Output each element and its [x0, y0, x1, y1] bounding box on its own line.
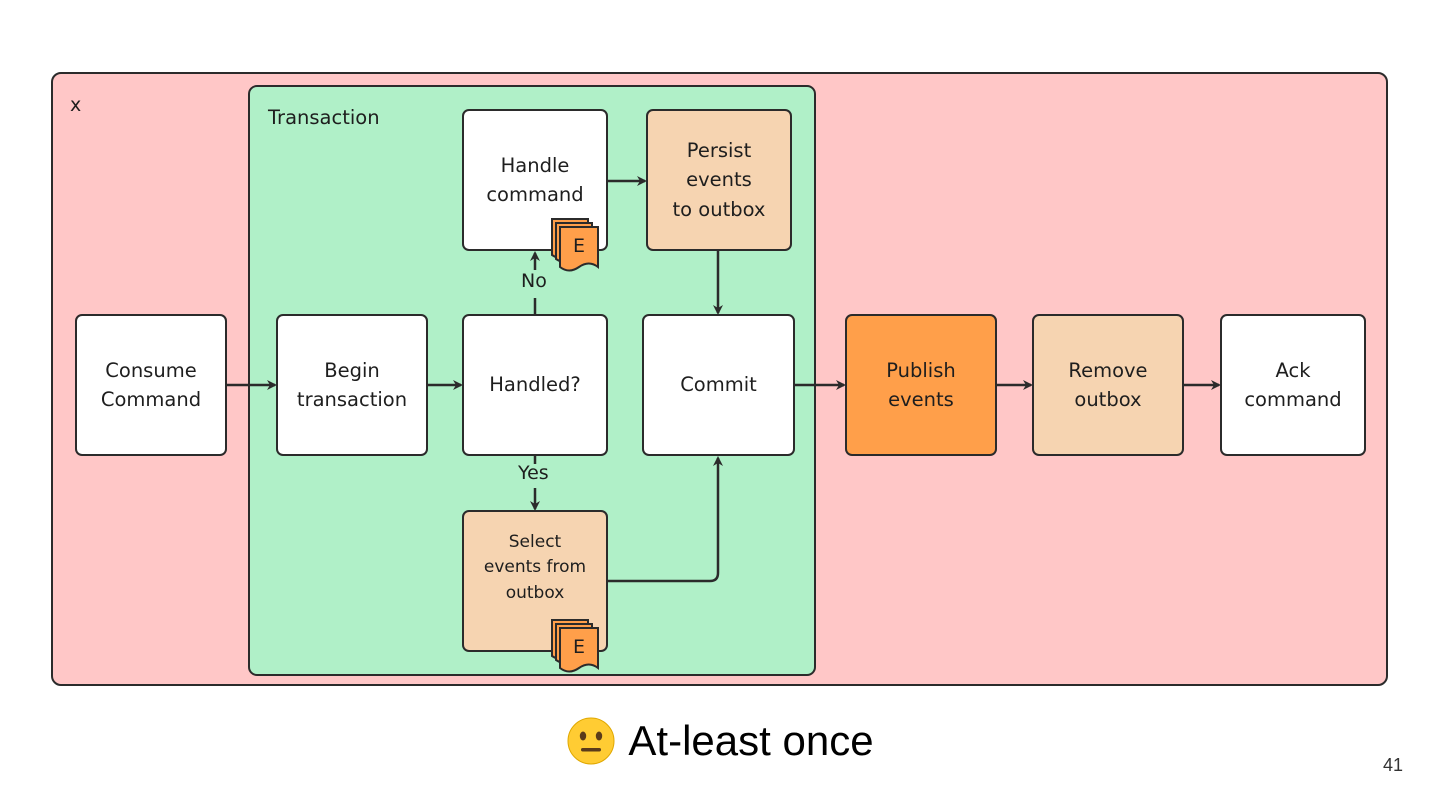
outer-label: x	[70, 94, 82, 116]
neutral-face-icon	[567, 717, 615, 765]
caption-text: At-least once	[628, 717, 874, 764]
edge-label-yes: Yes	[516, 462, 551, 484]
page-number: 41	[1383, 755, 1404, 775]
edge-label-no: No	[519, 270, 549, 292]
commit-node: Commit	[642, 314, 795, 456]
caption: At-least once	[0, 716, 1440, 766]
transaction-label: Transaction	[268, 106, 380, 129]
handled-decision-node: Handled?	[462, 314, 608, 456]
